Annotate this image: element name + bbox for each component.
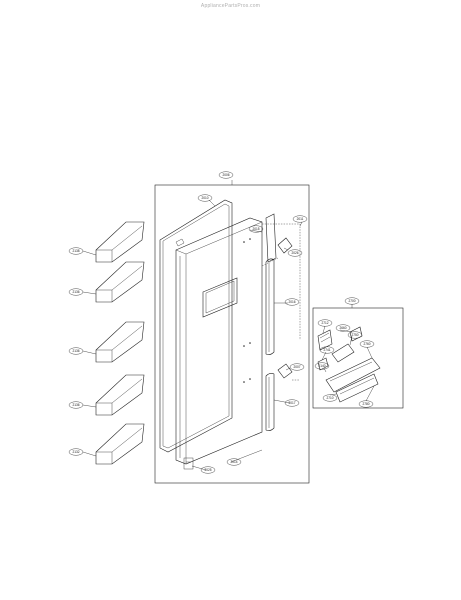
svg-text:2010: 2010 xyxy=(201,196,208,200)
door-gasket xyxy=(159,199,233,453)
svg-text:2136: 2136 xyxy=(72,349,79,353)
callout-disp-a: 2712 xyxy=(317,319,333,327)
callout-basket-4: 2136 xyxy=(68,401,84,409)
callout-basket-3: 2136 xyxy=(68,347,84,355)
svg-text:2136: 2136 xyxy=(72,403,79,407)
callout-basket-1: 2138 xyxy=(68,247,84,255)
svg-text:2015: 2015 xyxy=(252,227,259,231)
callout-disp-h: 2780 xyxy=(358,400,374,408)
callout-disp-f: 2760 xyxy=(359,340,375,348)
callout-disp-d: 2741 xyxy=(319,346,335,354)
callout-basket-2: 2136 xyxy=(68,288,84,296)
door-basket xyxy=(95,374,145,416)
svg-text:2016: 2016 xyxy=(288,300,295,304)
callout-dispenser-set: 2700 xyxy=(344,297,360,305)
door-basket xyxy=(95,261,145,303)
svg-text:2750: 2750 xyxy=(351,333,358,337)
callout-basket-5: 2132 xyxy=(68,448,84,456)
svg-text:2006: 2006 xyxy=(222,173,229,177)
callout-disp-c: 2750 xyxy=(347,331,363,339)
door-basket xyxy=(95,423,145,465)
svg-text:2025: 2025 xyxy=(204,468,211,472)
svg-text:2140: 2140 xyxy=(318,364,325,368)
callout-hinge-top: 2015 xyxy=(248,225,264,233)
svg-text:2700: 2700 xyxy=(348,299,355,303)
handle-bracket xyxy=(262,223,301,340)
leader-lines xyxy=(82,199,375,471)
callout-disp-g: 2710 xyxy=(322,394,338,402)
door-panel xyxy=(175,217,263,470)
handle-cap-lower xyxy=(277,363,293,379)
svg-text:2017: 2017 xyxy=(288,401,295,405)
svg-text:2780: 2780 xyxy=(362,402,369,406)
callout-handle-top-cap: 2026 xyxy=(287,249,303,257)
callout-disp-b: 2660 xyxy=(335,324,351,332)
callout-handle-cap-lower: 2007 xyxy=(289,363,305,371)
dispenser-parts xyxy=(317,326,381,403)
handle-top-bar xyxy=(265,213,277,263)
handle-lower xyxy=(265,373,275,431)
svg-text:2014: 2014 xyxy=(230,460,237,464)
site-watermark: AppliancePartsPros.com xyxy=(200,3,261,9)
svg-text:2712: 2712 xyxy=(321,321,328,325)
callout-handle-set: 2011 xyxy=(292,215,308,223)
svg-text:2007: 2007 xyxy=(293,365,300,369)
callout-door-bottom: 2014 xyxy=(226,458,242,466)
svg-text:2760: 2760 xyxy=(363,342,370,346)
dispenser-subassembly-frame xyxy=(312,307,404,409)
callout-door-assy: 2006 xyxy=(218,171,234,179)
callout-hinge-bottom: 2025 xyxy=(200,466,216,474)
handle-upper xyxy=(265,258,275,355)
svg-text:2132: 2132 xyxy=(72,450,79,454)
svg-text:2026: 2026 xyxy=(291,251,298,255)
callout-handle-upper: 2016 xyxy=(284,298,300,306)
hinge-pin-top xyxy=(175,238,185,247)
svg-text:2138: 2138 xyxy=(72,249,79,253)
callout-gasket: 2010 xyxy=(197,194,213,202)
svg-text:2710: 2710 xyxy=(326,396,333,400)
handle-cap-top xyxy=(277,237,293,254)
door-basket xyxy=(95,321,145,363)
svg-text:2011: 2011 xyxy=(297,217,304,221)
door-basket xyxy=(95,221,145,263)
callout-disp-e: 2140 xyxy=(314,362,330,370)
svg-text:2136: 2136 xyxy=(72,290,79,294)
svg-text:2741: 2741 xyxy=(323,348,330,352)
svg-text:2660: 2660 xyxy=(339,326,346,330)
callout-handle-lower: 2017 xyxy=(284,399,300,407)
